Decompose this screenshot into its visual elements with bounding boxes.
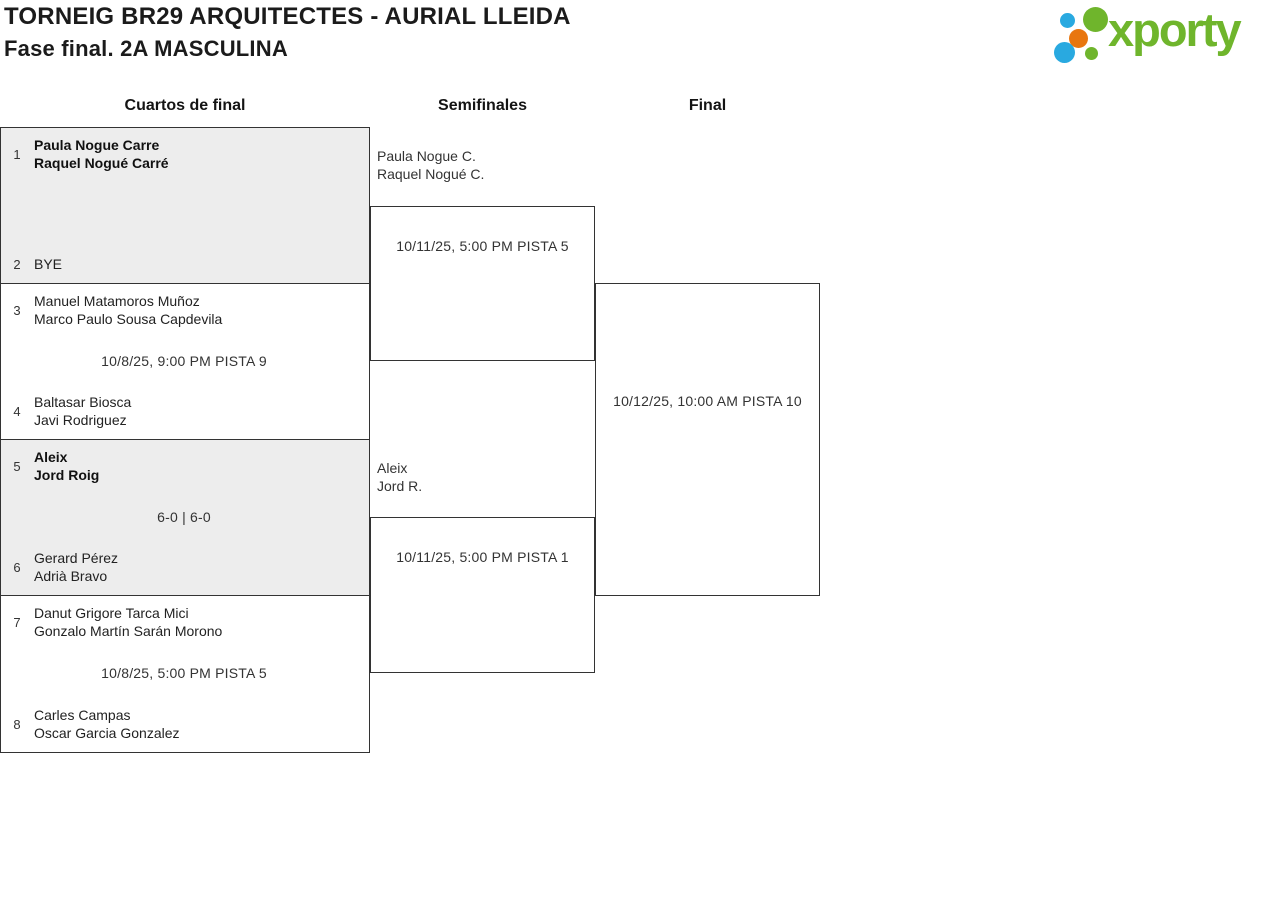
final-match[interactable]: 10/12/25, 10:00 AM PISTA 10 (595, 283, 820, 596)
team-row: 1 Paula Nogue Carre Raquel Nogué Carré (9, 136, 359, 172)
player-name: Danut Grigore Tarca Mici (34, 605, 189, 621)
logo-dot-icon (1085, 47, 1098, 60)
seed-number: 1 (13, 146, 21, 162)
player-name: Javi Rodriguez (34, 412, 127, 428)
player-name: Raquel Nogué Carré (34, 155, 169, 171)
team-row: 7 Danut Grigore Tarca Mici Gonzalo Martí… (9, 604, 359, 640)
seed-number: 8 (13, 716, 21, 732)
player-name: Marco Paulo Sousa Capdevila (34, 311, 223, 327)
player-name: BYE (34, 256, 63, 272)
xporty-logo: xporty (1048, 0, 1280, 76)
semifinal-match-2[interactable]: 10/11/25, 5:00 PM PISTA 1 (370, 517, 595, 673)
logo-dot-icon (1083, 7, 1108, 32)
semifinal-2-team-label: Aleix Jord R. (377, 459, 422, 495)
team-row: 6 Gerard Pérez Adrià Bravo (9, 549, 359, 585)
seed-number: 7 (13, 614, 21, 630)
player-name: Raquel Nogué C. (377, 166, 485, 182)
logo-dot-icon (1054, 42, 1075, 63)
match-score: 6-0 | 6-0 (157, 508, 211, 525)
player-name: Aleix (34, 449, 68, 465)
player-name: Carles Campas (34, 707, 131, 723)
seed-number: 2 (13, 256, 21, 272)
seed-number: 6 (13, 559, 21, 575)
logo-dot-icon (1060, 13, 1075, 28)
quarterfinal-match-3[interactable]: 5 Aleix Jord Roig 6-0 | 6-0 6 Gerard Pér… (0, 439, 370, 596)
match-schedule: 10/8/25, 5:00 PM PISTA 5 (101, 665, 267, 681)
match-schedule: 10/8/25, 9:00 PM PISTA 9 (101, 352, 267, 369)
round-header-semifinals: Semifinales (438, 97, 527, 114)
player-name: Paula Nogue Carre (34, 137, 160, 153)
match-schedule: 10/12/25, 10:00 AM PISTA 10 (613, 393, 802, 409)
team-row: 4 Baltasar Biosca Javi Rodriguez (9, 393, 359, 429)
logo-wordmark: xporty (1108, 3, 1242, 56)
tournament-title: TORNEIG BR29 ARQUITECTES - AURIAL LLEIDA (4, 3, 571, 30)
player-name: Adrià Bravo (34, 568, 108, 584)
seed-number: 4 (13, 403, 21, 419)
player-name: Manuel Matamoros Muñoz (34, 293, 200, 309)
semifinal-1-team-label: Paula Nogue C. Raquel Nogué C. (377, 147, 484, 183)
team-row: 5 Aleix Jord Roig (9, 448, 359, 484)
player-name: Oscar Garcia Gonzalez (34, 725, 180, 741)
quarterfinal-match-4[interactable]: 7 Danut Grigore Tarca Mici Gonzalo Martí… (0, 595, 370, 753)
player-name: Jord Roig (34, 467, 100, 483)
player-name: Jord R. (377, 478, 423, 494)
phase-subtitle: Fase final. 2A MASCULINA (4, 36, 288, 61)
player-name: Aleix (377, 460, 408, 476)
team-row: 8 Carles Campas Oscar Garcia Gonzalez (9, 706, 359, 742)
seed-number: 5 (13, 458, 21, 474)
semifinal-match-1[interactable]: 10/11/25, 5:00 PM PISTA 5 (370, 206, 595, 361)
logo-dot-icon (1069, 29, 1088, 48)
round-header-final: Final (688, 97, 727, 114)
quarterfinal-match-2[interactable]: 3 Manuel Matamoros Muñoz Marco Paulo Sou… (0, 283, 370, 440)
player-name: Baltasar Biosca (34, 394, 132, 410)
seed-number: 3 (13, 302, 21, 318)
match-schedule: 10/11/25, 5:00 PM PISTA 5 (396, 238, 569, 254)
player-name: Gerard Pérez (34, 550, 119, 566)
quarterfinal-match-1[interactable]: 1 Paula Nogue Carre Raquel Nogué Carré 2… (0, 127, 370, 284)
round-header-quarterfinals: Cuartos de final (124, 97, 246, 114)
player-name: Gonzalo Martín Sarán Morono (34, 623, 223, 639)
player-name: Paula Nogue C. (377, 148, 476, 164)
match-schedule: 10/11/25, 5:00 PM PISTA 1 (396, 549, 569, 565)
team-row: 3 Manuel Matamoros Muñoz Marco Paulo Sou… (9, 292, 359, 328)
team-row: 2 BYE (9, 255, 359, 273)
